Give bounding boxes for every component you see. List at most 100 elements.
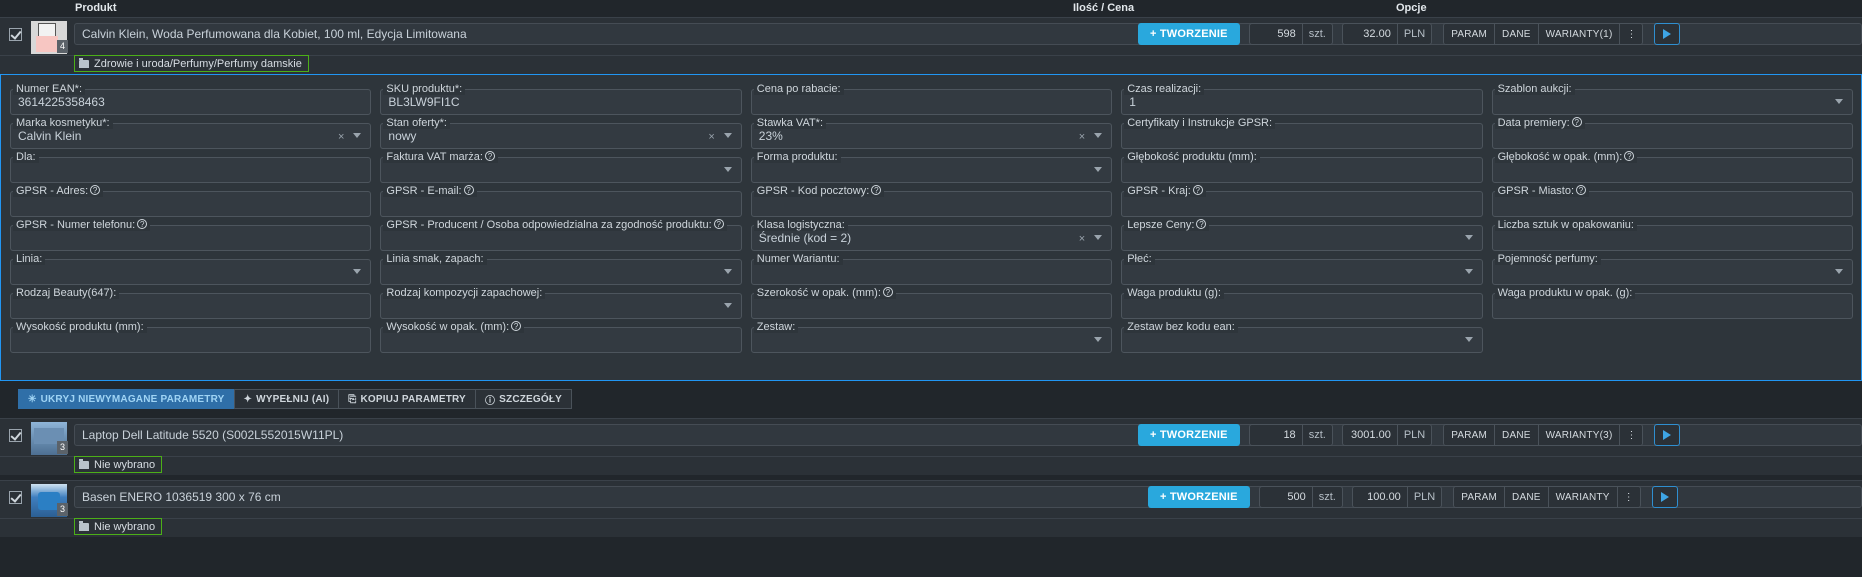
chevron-down-icon[interactable] — [723, 133, 732, 138]
help-icon[interactable]: ? — [463, 185, 474, 195]
param-button[interactable]: PARAM — [1444, 24, 1496, 44]
param-button[interactable]: PARAM — [1454, 487, 1506, 507]
help-icon[interactable]: ? — [484, 151, 495, 161]
parameter-value: 3614225358463 — [18, 95, 105, 109]
thumbnail-count-badge: 3 — [57, 441, 68, 454]
help-icon[interactable]: ? — [1196, 219, 1207, 229]
chevron-down-icon[interactable] — [1464, 269, 1473, 274]
row-select-checkbox[interactable] — [9, 28, 22, 41]
parameter-input[interactable] — [380, 259, 742, 285]
help-icon[interactable]: ? — [90, 185, 101, 195]
tab-copy-params[interactable]: ⎘ KOPIUJ PARAMETRY — [338, 389, 475, 409]
parameter-value: 1 — [1129, 95, 1136, 109]
row-select-checkbox[interactable] — [9, 429, 22, 442]
quantity-value[interactable]: 500 — [1287, 491, 1306, 503]
run-play-button[interactable] — [1651, 486, 1678, 508]
category-selector[interactable]: Nie wybrano — [74, 456, 163, 473]
quantity-value[interactable]: 18 — [1283, 429, 1296, 441]
parameter-input[interactable] — [1121, 259, 1483, 285]
quantity-unit: szt. — [1301, 425, 1332, 445]
chevron-down-icon[interactable] — [353, 133, 362, 138]
chevron-down-icon[interactable] — [1464, 337, 1473, 342]
price-value[interactable]: 100.00 — [1367, 491, 1401, 503]
warianty-button[interactable]: WARIANTY — [1548, 487, 1618, 507]
parameter-input[interactable] — [10, 123, 372, 149]
create-button[interactable]: + TWORZENIE — [1138, 23, 1240, 45]
help-icon[interactable]: ? — [713, 219, 724, 229]
tab-details[interactable]: ⓘ SZCZEGÓŁY — [474, 389, 573, 409]
help-icon[interactable]: ? — [1624, 151, 1635, 161]
product-thumbnail[interactable] — [31, 21, 67, 54]
product-row[interactable]: 4 + TWORZENIE 598 szt. 32.00 PLN PARAM D… — [0, 17, 1862, 56]
parameter-input[interactable] — [1121, 225, 1483, 251]
price-group[interactable]: 100.00 PLN — [1351, 486, 1443, 508]
product-row[interactable]: 3 + TWORZENIE 500 szt. 100.00 PLN PARAM … — [0, 480, 1862, 519]
more-options-icon[interactable]: ⋮ — [1620, 425, 1643, 445]
column-header-produkt: Produkt — [75, 2, 117, 14]
parameter-field: Liczba sztuk w opakowaniu: — [1491, 219, 1853, 253]
price-group[interactable]: 3001.00 PLN — [1341, 424, 1433, 446]
tab-hide-optional-params[interactable]: ✳ UKRYJ NIEWYMAGANE PARAMETRY — [18, 389, 234, 409]
chevron-down-icon[interactable] — [1094, 235, 1103, 240]
clear-icon[interactable]: × — [337, 131, 345, 143]
tab-fill-ai[interactable]: ✦ WYPEŁNIJ (AI) — [233, 389, 339, 409]
quantity-group[interactable]: 598 szt. — [1248, 23, 1333, 45]
run-play-button[interactable] — [1654, 23, 1681, 45]
chevron-down-icon[interactable] — [1094, 133, 1103, 138]
chevron-down-icon[interactable] — [1834, 99, 1843, 104]
param-button[interactable]: PARAM — [1444, 425, 1496, 445]
help-icon[interactable]: ? — [1576, 185, 1586, 195]
help-icon[interactable]: ? — [1571, 117, 1582, 127]
parameter-input[interactable] — [10, 259, 372, 285]
quantity-value[interactable]: 598 — [1277, 28, 1296, 40]
help-icon[interactable]: ? — [882, 287, 893, 297]
clear-icon[interactable]: × — [1078, 131, 1086, 143]
chevron-down-icon[interactable] — [1834, 269, 1843, 274]
create-button[interactable]: + TWORZENIE — [1148, 486, 1250, 508]
dane-button[interactable]: DANE — [1495, 24, 1539, 44]
warianty-button[interactable]: WARIANTY(1) — [1538, 24, 1621, 44]
create-button[interactable]: + TWORZENIE — [1138, 424, 1240, 446]
dane-button[interactable]: DANE — [1505, 487, 1549, 507]
parameter-input[interactable] — [380, 157, 742, 183]
price-value[interactable]: 3001.00 — [1351, 429, 1391, 441]
price-group[interactable]: 32.00 PLN — [1341, 23, 1433, 45]
parameter-input[interactable] — [750, 327, 1113, 353]
parameter-input[interactable] — [10, 157, 372, 183]
price-value[interactable]: 32.00 — [1363, 28, 1391, 40]
warianty-button[interactable]: WARIANTY(3) — [1538, 425, 1621, 445]
help-icon[interactable]: ? — [1192, 185, 1203, 195]
parameter-field: GPSR - Miasto:? — [1491, 185, 1853, 219]
clear-icon[interactable]: × — [708, 131, 715, 143]
run-play-button[interactable] — [1654, 424, 1681, 446]
quantity-group[interactable]: 18 szt. — [1248, 424, 1333, 446]
parameter-field: Cena po rabacie: — [750, 83, 1113, 117]
quantity-group[interactable]: 500 szt. — [1258, 486, 1343, 508]
parameter-field: GPSR - Kraj:? — [1121, 185, 1483, 219]
parameter-label: Zestaw: — [753, 321, 799, 333]
dane-button[interactable]: DANE — [1495, 425, 1539, 445]
row-select-checkbox[interactable] — [9, 491, 22, 504]
parameter-input[interactable] — [380, 191, 742, 217]
parameter-input[interactable] — [750, 293, 1113, 319]
chevron-down-icon[interactable] — [723, 303, 732, 308]
more-options-icon[interactable]: ⋮ — [1617, 487, 1640, 507]
chevron-down-icon[interactable] — [1464, 235, 1473, 240]
parameter-label: GPSR - Kraj:? — [1124, 185, 1206, 197]
help-icon[interactable]: ? — [137, 219, 148, 229]
category-selector[interactable]: Nie wybrano — [74, 518, 163, 535]
tab-label: UKRYJ NIEWYMAGANE PARAMETRY — [40, 393, 225, 405]
clear-icon[interactable]: × — [1078, 233, 1086, 245]
chevron-down-icon[interactable] — [1094, 167, 1103, 172]
chevron-down-icon[interactable] — [353, 269, 362, 274]
category-selector[interactable]: Zdrowie i uroda/Perfumy/Perfumy damskie — [74, 55, 309, 72]
help-icon[interactable]: ? — [871, 185, 882, 195]
parameter-label: GPSR - Miasto:? — [1494, 185, 1589, 197]
chevron-down-icon[interactable] — [723, 167, 732, 172]
parameter-input[interactable] — [380, 327, 742, 353]
chevron-down-icon[interactable] — [723, 269, 732, 274]
more-options-icon[interactable]: ⋮ — [1620, 24, 1643, 44]
help-icon[interactable]: ? — [511, 321, 522, 331]
product-row[interactable]: 3 + TWORZENIE 18 szt. 3001.00 PLN PARAM … — [0, 418, 1862, 457]
chevron-down-icon[interactable] — [1094, 337, 1103, 342]
